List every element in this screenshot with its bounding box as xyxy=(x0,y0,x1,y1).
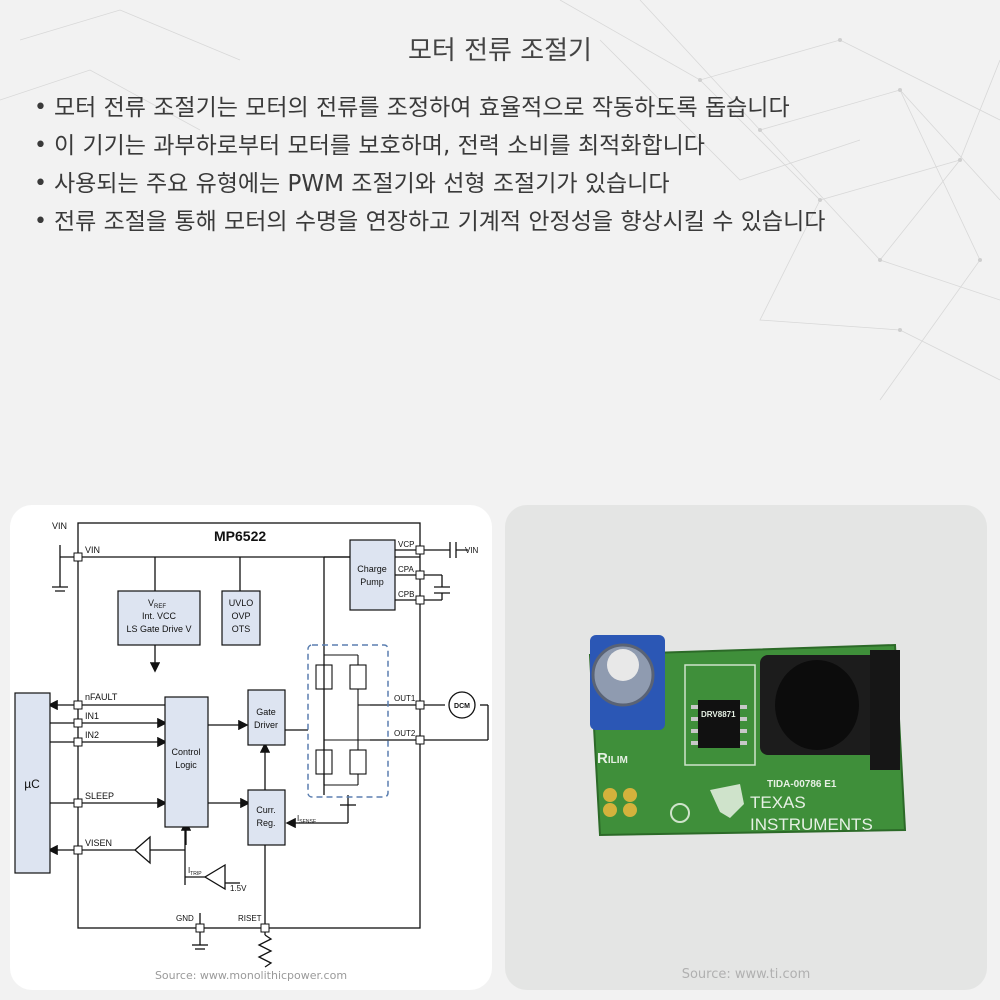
bullet-item: • 전류 조절을 통해 모터의 수명을 연장하고 기계적 안정성을 향상시킬 수 … xyxy=(32,209,932,235)
gate-driver-label-1: Gate xyxy=(256,707,276,717)
in2-label: IN2 xyxy=(85,730,99,740)
microcontroller-block xyxy=(14,692,51,874)
vref-block xyxy=(117,590,201,646)
vref-line3: LS Gate Drive V xyxy=(126,624,191,634)
current-regulator-block xyxy=(247,789,286,846)
vin-pin-label: VIN xyxy=(85,545,100,555)
bullet-item: • 모터 전류 조절기는 모터의 전류를 조정하여 효율적으로 작동하도록 돕습니… xyxy=(32,95,932,121)
charge-pump-label-1: Charge xyxy=(357,564,387,574)
out1-label: OUT1 xyxy=(394,694,416,703)
nfault-label: nFAULT xyxy=(85,692,118,702)
background-network-decoration xyxy=(0,0,1000,401)
slide-title: 모터 전류 조절기 xyxy=(408,36,592,66)
bullet-text: 모터 전류 조절기는 모터의 전류를 조정하여 효율적으로 작동하도록 돕습니다 xyxy=(54,95,790,121)
bullet-dot: • xyxy=(34,95,47,120)
ots-label: OTS xyxy=(232,624,251,634)
photo-source: Source: www.ti.com xyxy=(681,967,811,982)
bullet-dot: • xyxy=(34,171,47,196)
out2-label: OUT2 xyxy=(394,729,416,738)
charge-pump-label-2: Pump xyxy=(360,577,384,587)
control-logic-label-2: Logic xyxy=(175,760,197,770)
gnd-label: GND xyxy=(176,914,194,923)
cpa-label: CPA xyxy=(398,565,415,574)
driver-ic xyxy=(698,700,740,748)
block-diagram-panel: VIN VIN MP6522 VREF Int. VCC LS Gate Dri… xyxy=(10,505,492,990)
chip-name: MP6522 xyxy=(214,528,266,544)
bullet-item: • 이 기기는 과부하로부터 모터를 보호하며, 전력 소비를 최적화합니다 xyxy=(32,133,932,159)
dcm-label: DCM xyxy=(454,703,470,710)
diagram-source: Source: www.monolithicpower.com xyxy=(154,969,348,982)
bullet-item: • 사용되는 주요 유형에는 PWM 조절기와 선형 조절기가 있습니다 xyxy=(32,171,932,197)
ti-logo-icon xyxy=(710,784,744,818)
h-bridge-region xyxy=(307,644,389,798)
brand-line-1: TEXAS xyxy=(750,793,806,812)
board-photo-panel: RILIM DRV8871 TIDA-00786 E1 TEXAS INSTRU… xyxy=(505,505,987,990)
vin-top-label: VIN xyxy=(52,521,67,531)
voltage-1-5v-label: 1.5V xyxy=(230,884,247,893)
control-logic-block xyxy=(164,696,209,828)
bullet-text: 사용되는 주요 유형에는 PWM 조절기와 선형 조절기가 있습니다 xyxy=(54,171,670,197)
dc-motor xyxy=(448,691,476,719)
curr-reg-label-2: Reg. xyxy=(256,818,275,828)
ovp-label: OVP xyxy=(231,611,250,621)
uvlo-block xyxy=(221,590,261,646)
control-logic-label-1: Control xyxy=(171,747,200,757)
chip-marking: DRV8871 xyxy=(701,710,736,719)
charge-pump-block xyxy=(349,539,396,611)
bullet-list: • 모터 전류 조절기는 모터의 전류를 조정하여 효율적으로 작동하도록 돕습니… xyxy=(32,96,932,248)
brand-line-2: INSTRUMENTS xyxy=(750,815,873,834)
board-id: TIDA-00786 E1 xyxy=(767,779,837,790)
visen-label: VISEN xyxy=(85,838,112,848)
h-bridge-mosfets xyxy=(315,654,370,786)
gate-driver-block xyxy=(247,689,286,746)
bullet-text: 전류 조절을 통해 모터의 수명을 연장하고 기계적 안정성을 향상시킬 수 있… xyxy=(54,209,826,235)
vref-line2: Int. VCC xyxy=(142,611,177,621)
sleep-label: SLEEP xyxy=(85,791,114,801)
isense-label: ISENSE xyxy=(297,814,317,825)
bullet-text: 이 기기는 과부하로부터 모터를 보호하며, 전력 소비를 최적화합니다 xyxy=(54,133,705,159)
gate-driver-label-2: Driver xyxy=(254,720,278,730)
vcp-label: VCP xyxy=(398,540,414,549)
uc-label: µC xyxy=(24,777,40,791)
mp6522-block-diagram: VIN VIN MP6522 VREF Int. VCC LS Gate Dri… xyxy=(14,521,489,968)
riset-label: RISET xyxy=(238,914,262,923)
dc-jack-opening xyxy=(775,660,859,750)
in1-label: IN1 xyxy=(85,711,99,721)
bullet-dot: • xyxy=(34,209,47,234)
itrip-label: ITRIP xyxy=(188,866,202,877)
rilim-label: RILIM xyxy=(597,750,628,767)
vin-right-label: VIN xyxy=(465,546,479,555)
bullet-dot: • xyxy=(34,133,47,158)
cpb-label: CPB xyxy=(398,590,414,599)
pcb-illustration: RILIM DRV8871 TIDA-00786 E1 TEXAS INSTRU… xyxy=(588,635,907,837)
vref-label: VREF xyxy=(148,598,166,610)
curr-reg-label-1: Curr. xyxy=(256,805,276,815)
uvlo-label: UVLO xyxy=(229,598,254,608)
